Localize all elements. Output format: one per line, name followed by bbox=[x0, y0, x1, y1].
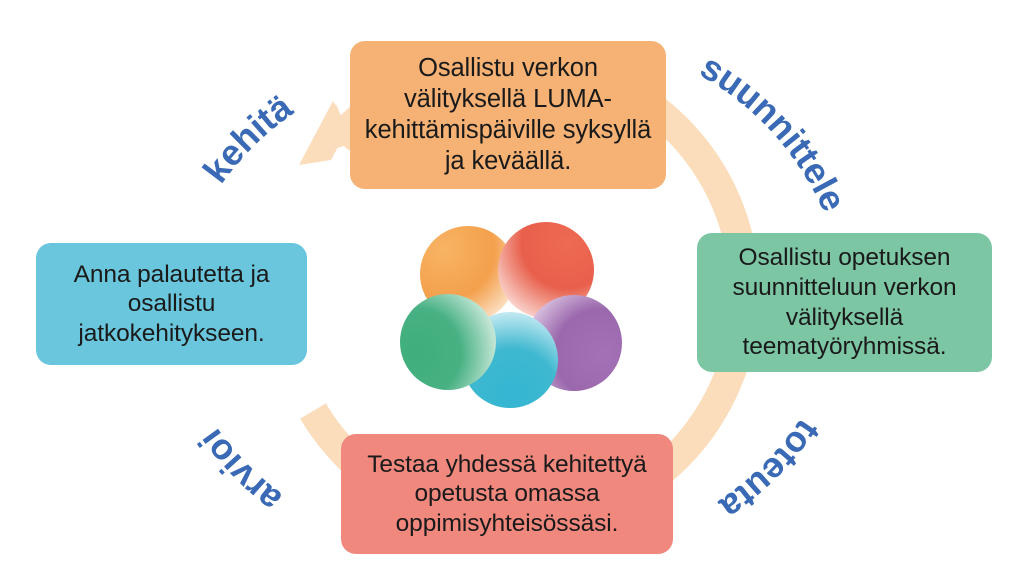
cycle-box-toteuta-text: Testaa yhdessä kehitettyä opetusta omass… bbox=[367, 450, 647, 537]
luma-flower-logo bbox=[400, 222, 622, 408]
arrow-head-fill-icon bbox=[304, 104, 352, 160]
petal-red bbox=[498, 222, 594, 318]
cycle-box-arvioi-text: Anna palautetta ja osallistu jatkokehity… bbox=[73, 260, 270, 347]
cycle-box-arvioi[interactable]: Anna palautetta ja osallistu jatkokehity… bbox=[36, 243, 307, 365]
cycle-box-toteuta[interactable]: Testaa yhdessä kehitettyä opetusta omass… bbox=[341, 434, 673, 554]
cycle-box-kehita-text: Osallistu verkon välityksellä LUMA-kehit… bbox=[364, 54, 652, 175]
cycle-box-kehita[interactable]: Osallistu verkon välityksellä LUMA-kehit… bbox=[350, 41, 666, 189]
petal-green bbox=[400, 294, 496, 390]
cycle-box-suunnittele-text: Osallistu opetuksen suunnitteluun verkon… bbox=[732, 244, 957, 361]
cycle-box-suunnittele[interactable]: Osallistu opetuksen suunnitteluun verkon… bbox=[697, 233, 992, 372]
